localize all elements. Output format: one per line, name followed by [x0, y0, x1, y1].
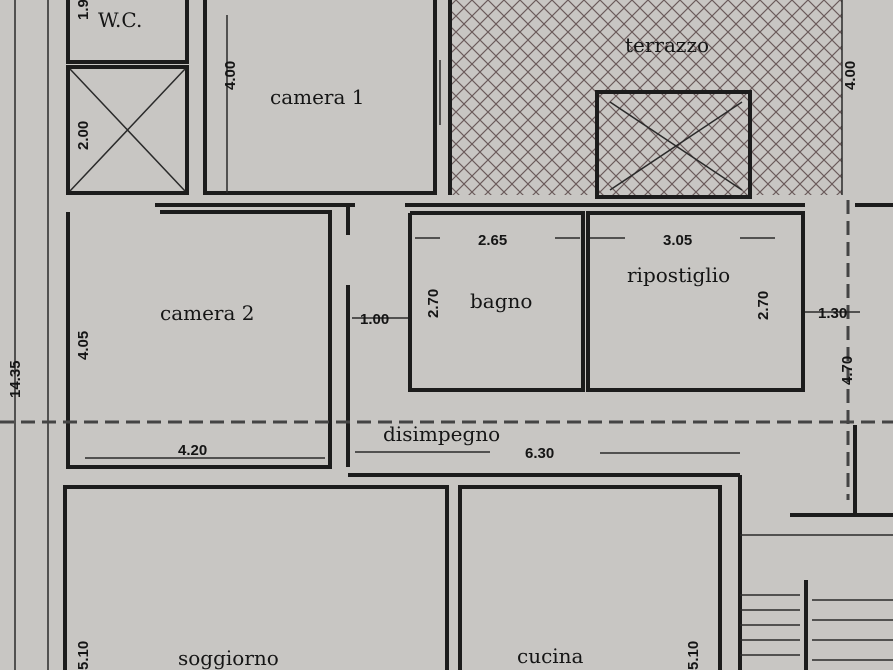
dim-right-corridor-width: 1.30 — [818, 305, 847, 322]
dim-camera1-height: 4.00 — [222, 61, 239, 90]
room-label-wc: W.C. — [98, 8, 142, 32]
dim-ripostiglio-width: 3.05 — [663, 232, 692, 249]
camera1-walls — [203, 0, 437, 195]
staircase — [740, 534, 893, 670]
room-label-cucina: cucina — [517, 644, 584, 668]
dim-right-height: 4.70 — [839, 356, 856, 385]
cucina-walls — [458, 485, 722, 670]
dim-ripostiglio-height: 2.70 — [755, 291, 772, 320]
wc-walls — [66, 0, 189, 64]
room-label-camera1: camera 1 — [270, 85, 365, 109]
room-label-ripostiglio: ripostiglio — [627, 263, 730, 287]
shaft-left — [66, 65, 189, 195]
dim-soggiorno-height: 5.10 — [75, 641, 92, 670]
room-label-camera2: camera 2 — [160, 301, 255, 325]
room-label-bagno: bagno — [470, 289, 532, 313]
dim-cucina-height: 5.10 — [685, 641, 702, 670]
dim-disimpegno-width: 6.30 — [525, 445, 554, 462]
dim-shaft-height: 2.00 — [75, 121, 92, 150]
dim-bagno-height: 2.70 — [425, 289, 442, 318]
dim-total-height: 14.35 — [7, 360, 24, 398]
camera2-walls — [66, 210, 332, 469]
dim-wc-height: 1.90 — [75, 0, 92, 20]
dim-terrazzo-height: 4.00 — [842, 61, 859, 90]
soggiorno-walls — [63, 485, 449, 670]
dim-bagno-width: 2.65 — [478, 232, 507, 249]
room-label-disimpegno: disimpegno — [383, 422, 500, 446]
shaft-terrace — [595, 90, 752, 199]
dim-camera2-height: 4.05 — [75, 331, 92, 360]
bagno-walls — [408, 211, 585, 392]
dim-camera2-width: 4.20 — [178, 442, 207, 459]
terrace-hatch — [452, 0, 842, 195]
ripostiglio-walls — [586, 211, 805, 392]
room-label-terrazzo: terrazzo — [625, 33, 709, 57]
room-label-soggiorno: soggiorno — [178, 646, 279, 670]
dim-corridor-width: 1.00 — [360, 311, 389, 328]
